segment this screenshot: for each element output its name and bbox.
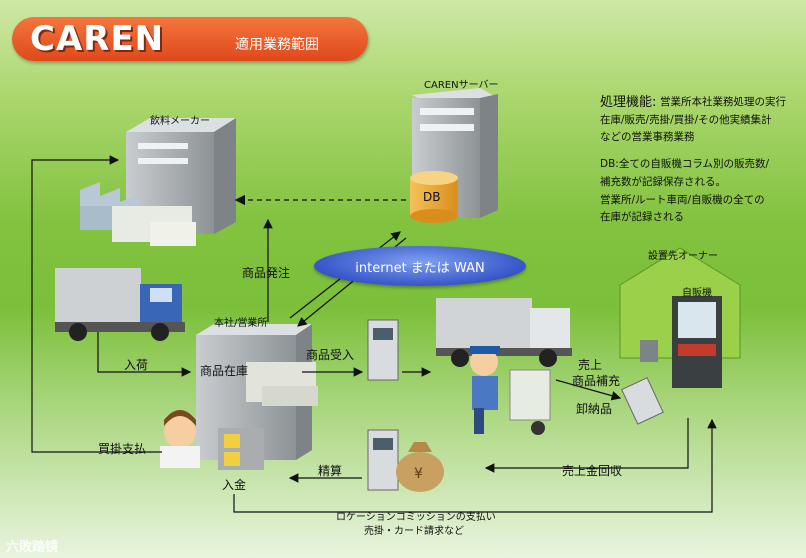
staff-person-icon (160, 410, 200, 468)
flow-order-label: 商品発注 (242, 264, 290, 281)
flow-commission-label-1: ロケーションコミッションの支払い (336, 508, 496, 523)
vending-label: 自販機 (682, 284, 712, 299)
safe-icon (218, 428, 264, 470)
info-db-line-2: 補充数が記録保存される。 (600, 174, 726, 189)
handheld-terminal-icon-3 (622, 378, 663, 424)
info-db-line-1: DB:全ての自販機コラム別の販売数/ (600, 156, 769, 171)
owner-label: 設置先オーナー (648, 247, 718, 262)
inventory-label: 商品在庫 (200, 362, 248, 379)
info-processing-line-3: などの営業事務業務 (600, 129, 695, 144)
handheld-terminal-icon-2 (368, 430, 398, 490)
info-processing-line-1: 営業所本社業務処理の実行 (660, 94, 786, 109)
flow-sales-collection-label: 売上金回収 (562, 462, 622, 479)
flow-sales-label: 売上 (578, 356, 602, 373)
watermark: 六敗踏镜 (6, 536, 58, 555)
delivery-truck-right-icon (436, 298, 572, 367)
arrow-sales-collection (486, 418, 688, 468)
flow-credit-payment-label: 買掛支払 (98, 440, 146, 457)
money-bag-icon: ¥ (396, 442, 444, 492)
maker-building-icon (80, 118, 236, 246)
info-db-line-4: 在庫が記録される (600, 209, 684, 224)
deposit-label: 入金 (222, 476, 246, 493)
svg-text:¥: ¥ (414, 466, 423, 482)
db-label: DB (423, 190, 440, 204)
flow-settlement-label: 精算 (318, 462, 342, 479)
network-cloud: internet または WAN (314, 246, 526, 286)
network-label: internet または WAN (314, 257, 526, 276)
info-processing-line-2: 在庫/販売/売掛/買掛/その他実績集計 (600, 112, 772, 127)
flow-goods-received-label: 商品受入 (306, 346, 354, 363)
info-processing-title: 処理機能: (600, 91, 656, 110)
flow-receiving-label: 入荷 (124, 356, 148, 373)
delivery-truck-left-icon (55, 268, 185, 341)
office-label: 本社/営業所 (214, 314, 267, 329)
flow-commission-label-2: 売掛・カード請求など (364, 522, 464, 537)
maker-label: 飲料メーカー (150, 112, 210, 127)
info-db-line-3: 営業所/ルート車両/自販機の全ての (600, 192, 765, 207)
flow-delivery-label: 卸納品 (576, 400, 612, 417)
owner-house-icon (620, 248, 740, 388)
flow-restock-label: 商品補充 (572, 372, 620, 389)
delivery-worker-icon (470, 346, 550, 435)
handheld-terminal-icon (368, 320, 398, 380)
server-label: CARENサーバー (424, 76, 498, 91)
